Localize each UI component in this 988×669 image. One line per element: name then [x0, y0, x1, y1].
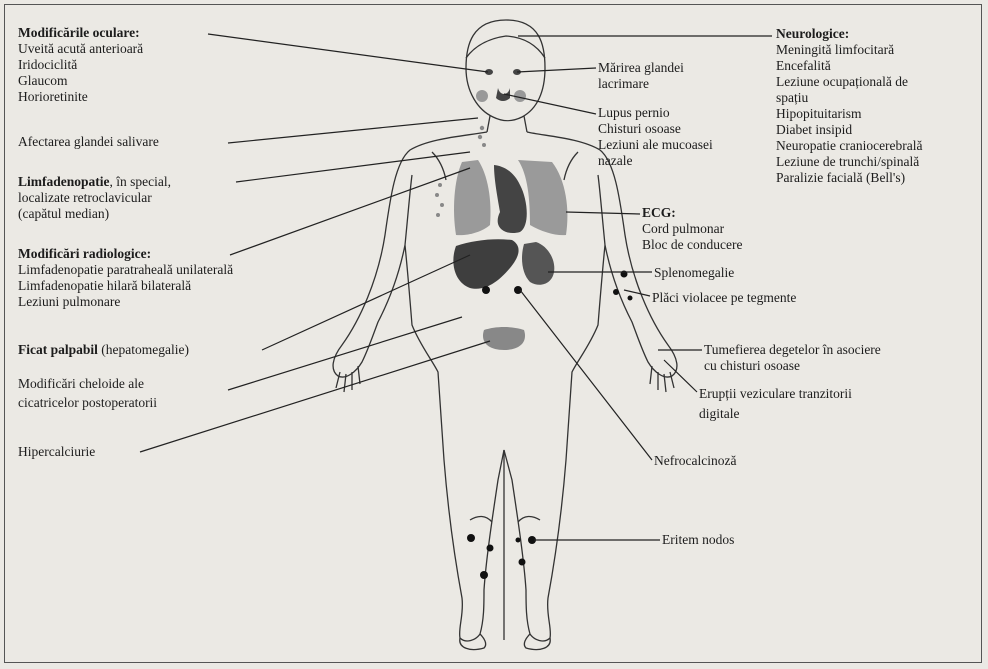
lymph-line: (capătul median) — [18, 206, 171, 222]
heart — [494, 165, 527, 233]
neuro-item: Neuropatie craniocerebrală — [776, 138, 923, 154]
lymphadenopathy-group: Limfadenopatie, în special, localizate r… — [18, 174, 171, 222]
neuro-item: Encefalită — [776, 58, 923, 74]
neuro-item: Hipopituitarism — [776, 106, 923, 122]
radiologic-title: Modificări radiologice: — [18, 246, 233, 262]
liver-title: Ficat palpabil — [18, 342, 98, 357]
spleen — [522, 242, 554, 285]
neurologic-group: Neurologice: Meningită limfocitară Encef… — [776, 26, 923, 186]
ecg-group: ECG: Cord pulmonar Bloc de conducere — [642, 205, 742, 253]
lacrimal-line: Mărirea glandei — [598, 60, 684, 76]
ecg-title: ECG: — [642, 205, 742, 221]
radiologic-group: Modificări radiologice: Limfadenopatie p… — [18, 246, 233, 310]
keloid-line: Modificări cheloide ale — [18, 374, 157, 393]
hypercalciuria-label: Hipercalciurie — [18, 444, 95, 460]
radiologic-item: Limfadenopatie paratraheală unilaterală — [18, 262, 233, 278]
lymph-rest: , în special, — [110, 174, 171, 189]
vesicular-group: Erupții veziculare tranzitorii digitale — [699, 384, 852, 424]
neuro-item: Meningită limfocitară — [776, 42, 923, 58]
radiologic-item: Leziuni pulmonare — [18, 294, 233, 310]
ocular-item: Uveită acută anterioară — [18, 41, 143, 57]
nephrocalcinosis-label: Nefrocalcinoză — [654, 453, 736, 469]
bladder — [483, 327, 525, 350]
ocular-item: Iridociclită — [18, 57, 143, 73]
finger-swelling-group: Tumefierea degetelor în asociere cu chis… — [704, 342, 881, 374]
erythema-nodosum-label: Eritem nodos — [662, 532, 734, 548]
ocular-item: Horioretinite — [18, 89, 143, 105]
lymph-line: localizate retroclavicular — [18, 190, 171, 206]
nasal-line: Leziuni ale mucoasei — [598, 137, 713, 153]
keloid-group: Modificări cheloide ale cicatricelor pos… — [18, 374, 157, 412]
neuro-item: Diabet insipid — [776, 122, 923, 138]
ecg-item: Bloc de conducere — [642, 237, 742, 253]
liver-label: Ficat palpabil (hepatomegalie) — [18, 342, 189, 358]
nasal-line: nazale — [598, 153, 713, 169]
neuro-title: Neurologice: — [776, 26, 923, 42]
neuro-item: spațiu — [776, 90, 923, 106]
fingers-line: cu chisturi osoase — [704, 358, 881, 374]
splenomegaly-label: Splenomegalie — [654, 265, 734, 281]
ocular-title: Modificările oculare: — [18, 25, 143, 41]
ocular-changes-group: Modificările oculare: Uveită acută anter… — [18, 25, 143, 105]
neuro-item: Paralizie facială (Bell's) — [776, 170, 923, 186]
liver — [453, 239, 518, 289]
kidney-right — [482, 286, 490, 294]
lymph-title: Limfadenopatie — [18, 174, 110, 189]
organs — [453, 160, 567, 350]
radiologic-item: Limfadenopatie hilară bilaterală — [18, 278, 233, 294]
lacrimal-line: lacrimare — [598, 76, 684, 92]
lacrimal-group: Mărirea glandei lacrimare — [598, 60, 684, 92]
vesicular-line: digitale — [699, 404, 852, 424]
nasal-line: Lupus pernio — [598, 105, 713, 121]
kidney-left — [514, 286, 522, 294]
nasal-group: Lupus pernio Chisturi osoase Leziuni ale… — [598, 105, 713, 169]
ocular-item: Glaucom — [18, 73, 143, 89]
salivary-label: Afectarea glandei salivare — [18, 134, 159, 150]
ecg-item: Cord pulmonar — [642, 221, 742, 237]
liver-rest: (hepatomegalie) — [98, 342, 189, 357]
nasal-line: Chisturi osoase — [598, 121, 713, 137]
skin-lesions — [467, 271, 633, 580]
neuro-item: Leziune ocupațională de — [776, 74, 923, 90]
neuro-item: Leziune de trunchi/spinală — [776, 154, 923, 170]
vesicular-line: Erupții veziculare tranzitorii — [699, 384, 852, 404]
fingers-line: Tumefierea degetelor în asociere — [704, 342, 881, 358]
keloid-line: cicatricelor postoperatorii — [18, 393, 157, 412]
plaques-label: Plăci violacee pe tegmente — [652, 290, 796, 306]
